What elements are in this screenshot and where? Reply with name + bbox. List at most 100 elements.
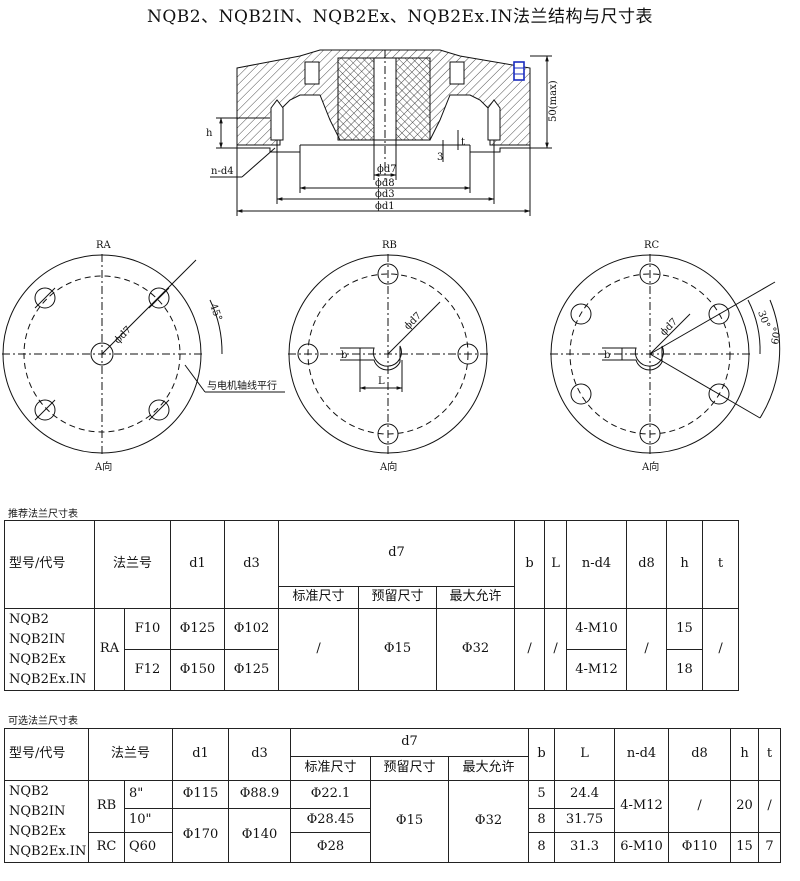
table2-caption: 可选法兰尺寸表 <box>8 716 78 727</box>
table-cell: 6-M10 <box>614 832 670 863</box>
table-cell: Φ88.9 <box>228 780 292 809</box>
table-cell: 20 <box>730 780 760 833</box>
dim-d7: ϕd7 <box>377 164 397 175</box>
dim-d8: ϕd8 <box>375 178 395 189</box>
table-cell: Φ28.45 <box>290 808 372 833</box>
dim-d1: ϕd1 <box>375 201 395 212</box>
h-model: 型号/代号 <box>4 520 95 609</box>
h2-b: b <box>528 728 556 781</box>
table-cell: Φ125 <box>170 608 226 650</box>
table1-type: RA <box>94 608 125 691</box>
h2-flange: 法兰号 <box>87 728 174 781</box>
table-cell: 31.75 <box>554 808 616 833</box>
table-cell: Φ140 <box>228 808 292 863</box>
page-title: NQB2、NQB2IN、NQB2Ex、NQB2Ex.IN法兰结构与尺寸表 <box>146 7 654 27</box>
h-b: b <box>514 520 546 609</box>
view-rb-label: RB <box>382 240 397 251</box>
h2-nd4: n-d4 <box>614 728 670 781</box>
recommended-flange-table: 型号/代号 法兰号 d1 d3 d7 b L n-d4 d8 h t 标准尺寸 … <box>4 520 740 691</box>
view-ra-note: 与电机轴线平行 <box>207 379 277 392</box>
view-ra-angle: 45° <box>207 302 223 322</box>
table-cell: 31.3 <box>554 832 616 863</box>
flange-drawing: ϕd7 ϕd8 ϕd3 ϕd1 h 3 t n-d4 50(max) RA A向… <box>2 49 784 473</box>
view-rb-d7: ϕd7 <box>402 310 424 332</box>
h-d7-res: 预留尺寸 <box>358 586 438 609</box>
dim-50max: 50(max) <box>548 80 559 122</box>
h-d1: d1 <box>170 520 226 609</box>
h-nd4: n-d4 <box>566 520 628 609</box>
table-cell: / <box>514 608 546 691</box>
table2-rb-type: RB <box>88 780 125 833</box>
optional-flange-table: 型号/代号 法兰号 d1 d3 d7 b L n-d4 d8 h t 标准尺寸 … <box>4 728 782 863</box>
view-rc-angle2: 60° <box>770 326 784 345</box>
dim-nd4: n-d4 <box>211 166 234 177</box>
table-cell: 4-M12 <box>614 780 670 833</box>
view-ra <box>2 254 285 454</box>
dim-3: 3 <box>437 152 443 163</box>
table-cell: F12 <box>123 649 172 691</box>
table-cell: Φ150 <box>170 649 226 691</box>
table-cell: Φ170 <box>172 808 230 863</box>
table-cell: 5 <box>528 780 556 809</box>
table2-rc-type: RC <box>88 832 125 863</box>
view-rc-b: b <box>604 350 610 361</box>
table-cell: 15 <box>666 608 704 650</box>
dim-h: h <box>206 128 213 139</box>
h2-model: 型号/代号 <box>4 728 89 781</box>
table-cell: Φ22.1 <box>290 780 372 809</box>
table-cell: Φ32 <box>436 608 516 691</box>
view-rc-a: A向 <box>641 460 659 473</box>
h2-d7-res: 预留尺寸 <box>370 756 450 781</box>
view-rc-label: RC <box>644 240 660 251</box>
table-cell: F10 <box>123 608 172 650</box>
table-cell: Φ102 <box>224 608 280 650</box>
h-L: L <box>544 520 568 609</box>
h2-d7-max: 最大允许 <box>448 756 530 781</box>
h-flange: 法兰号 <box>93 520 172 609</box>
table-cell: / <box>278 608 360 691</box>
section-labels: ϕd7 ϕd8 ϕd3 ϕd1 h 3 t n-d4 50(max) <box>206 80 559 212</box>
view-rc-d7: ϕd7 <box>658 316 680 338</box>
table-cell: / <box>702 608 740 691</box>
table-cell: Φ32 <box>448 780 530 863</box>
h-h: h <box>666 520 704 609</box>
table-cell: 24.4 <box>554 780 616 809</box>
h2-d1: d1 <box>172 728 230 781</box>
table-cell: 15 <box>730 832 760 863</box>
table-cell: Φ28 <box>290 832 372 863</box>
h2-L: L <box>554 728 616 781</box>
table-cell: 8" <box>123 780 174 809</box>
view-rb-b: b <box>341 350 347 361</box>
view-rb-a: A向 <box>379 460 397 473</box>
h2-h: h <box>730 728 760 781</box>
h-d7: d7 <box>278 520 516 587</box>
view-ra-d7: ϕd7 <box>112 324 134 346</box>
table-cell: 7 <box>758 832 782 863</box>
table-cell: Φ110 <box>668 832 732 863</box>
h2-d8: d8 <box>668 728 732 781</box>
table-cell: Φ115 <box>172 780 230 809</box>
view-rc <box>550 254 781 454</box>
h2-t: t <box>758 728 782 781</box>
table-cell: 18 <box>666 649 704 691</box>
section-view <box>210 49 552 216</box>
h-d3: d3 <box>224 520 280 609</box>
table-cell: 8 <box>528 808 556 833</box>
h2-d7-std: 标准尺寸 <box>290 756 372 781</box>
h-d7-std: 标准尺寸 <box>278 586 360 609</box>
dim-t: t <box>461 137 465 148</box>
view-ra-label: RA <box>96 240 112 251</box>
table-cell: Φ125 <box>224 649 280 691</box>
table-cell: / <box>758 780 782 833</box>
table-cell: / <box>626 608 668 691</box>
table-cell: 4-M12 <box>566 649 628 691</box>
h-d7-max: 最大允许 <box>436 586 516 609</box>
table-cell: 4-M10 <box>566 608 628 650</box>
table-cell: 8 <box>528 832 556 863</box>
h2-d3: d3 <box>228 728 292 781</box>
view-rb-L: L <box>378 376 385 387</box>
table-cell: Q60 <box>123 832 174 863</box>
view-ra-a: A向 <box>94 460 112 473</box>
